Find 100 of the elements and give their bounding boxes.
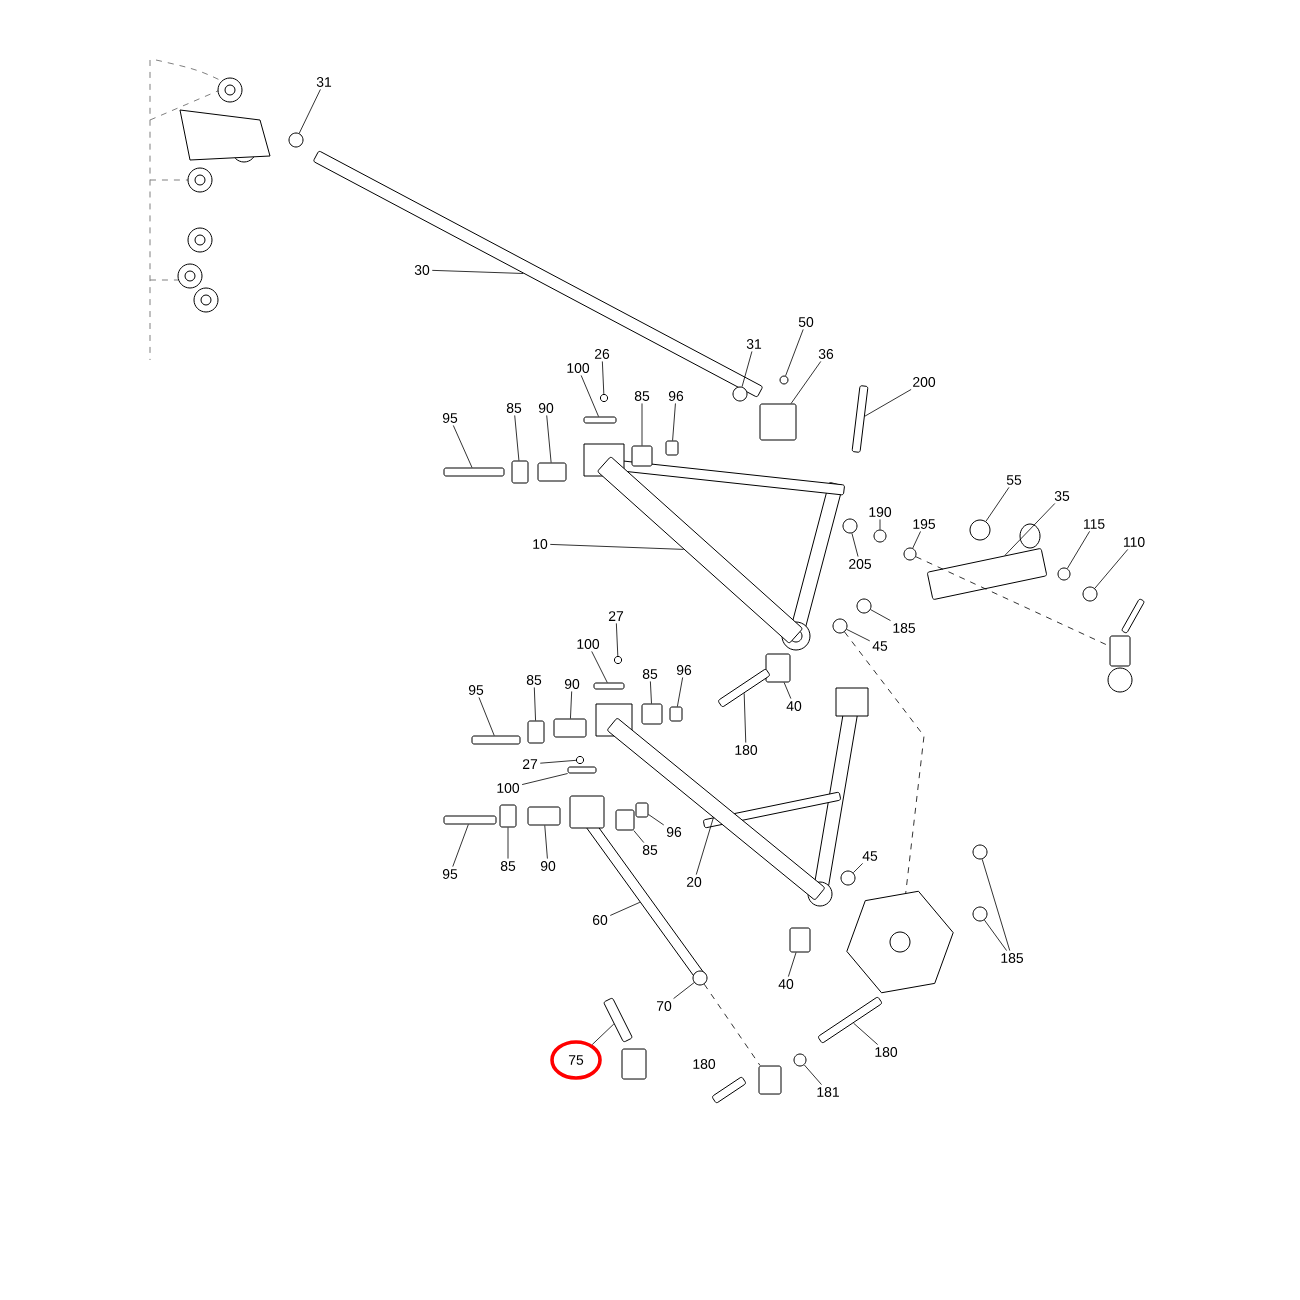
leader-line (549, 544, 684, 550)
link-rod-eye (569, 795, 605, 829)
nut (856, 598, 872, 614)
leader-line (601, 361, 605, 395)
washer (1057, 567, 1071, 581)
leader-line (984, 919, 1007, 951)
a-arm (607, 718, 825, 900)
leader-line (985, 486, 1010, 522)
leader-line (533, 687, 536, 721)
leader-line (507, 827, 509, 859)
bushing (527, 720, 545, 744)
bolt (718, 669, 770, 708)
knuckle (846, 890, 954, 994)
leader-line (677, 677, 684, 707)
bolt (443, 467, 505, 477)
nut (873, 529, 887, 543)
leader-line (431, 269, 524, 274)
nut (842, 518, 858, 534)
leader-line (846, 628, 871, 642)
leader-line (1004, 503, 1056, 556)
bushing (665, 440, 679, 456)
leader-line (570, 691, 573, 719)
nut (599, 393, 609, 403)
leader-line (1066, 530, 1090, 569)
knuckle-arm (927, 548, 1047, 600)
leader-line (298, 89, 321, 134)
a-arm (597, 456, 803, 644)
bushing (553, 718, 587, 738)
leader-line (803, 1064, 822, 1085)
leader-line (912, 531, 921, 549)
bushing (511, 460, 529, 484)
leader-line (452, 425, 473, 468)
leader-line (790, 361, 822, 404)
leader-line (580, 375, 599, 417)
bushing (615, 809, 635, 831)
leader-line (478, 697, 495, 736)
washer (288, 132, 304, 148)
leader-line (452, 824, 469, 867)
bushing (758, 1065, 782, 1095)
circlip (840, 870, 856, 886)
leader-line (1094, 549, 1129, 589)
leader-line (703, 983, 761, 1066)
bushing (527, 806, 561, 826)
bolt (851, 385, 869, 453)
leader-line (514, 415, 520, 461)
nut (972, 906, 988, 922)
nut (613, 655, 623, 665)
leader-line (741, 351, 753, 388)
nut (972, 844, 988, 860)
leader-line (615, 622, 619, 657)
bushing (499, 804, 517, 828)
washer (793, 1053, 807, 1067)
bushing (631, 445, 653, 467)
leader-line (695, 817, 714, 875)
pin (583, 416, 617, 424)
leader-line (864, 389, 912, 417)
leader-line (743, 692, 747, 743)
leader-line (853, 1022, 879, 1045)
leader-line (851, 532, 859, 557)
leader-line (783, 682, 792, 699)
leader-line (673, 982, 695, 999)
washer (903, 547, 917, 561)
leader-line (521, 773, 569, 785)
bushing (765, 653, 791, 683)
washer (732, 386, 748, 402)
circlip (832, 618, 848, 634)
leader-line (788, 952, 797, 977)
leader-line (546, 415, 552, 463)
leader-line (844, 631, 925, 894)
o-ring (969, 519, 991, 541)
bolt (443, 815, 497, 825)
bearing-block (759, 403, 797, 441)
leader-line (633, 830, 645, 843)
bushing (789, 927, 811, 953)
leader-line (609, 901, 641, 916)
shaft (313, 150, 763, 398)
bushing (537, 462, 567, 482)
leader-line (915, 556, 1110, 647)
leader-line (591, 1023, 615, 1045)
leader-line (852, 862, 864, 874)
bolt (471, 735, 521, 745)
leader-line (785, 329, 804, 377)
pin (593, 682, 625, 690)
tie-rod-end (1109, 635, 1131, 667)
leader-line (672, 403, 676, 441)
leader-line (870, 609, 891, 621)
leader-line (650, 681, 652, 704)
bushing (669, 706, 683, 722)
leader-line (981, 858, 1011, 951)
bushing (635, 802, 649, 818)
bushing (641, 703, 663, 725)
nut (1082, 586, 1098, 602)
bolt (818, 996, 882, 1044)
nut (692, 970, 708, 986)
nut (779, 375, 789, 385)
leader-line (641, 403, 643, 446)
leader-line (591, 651, 608, 683)
leader-line (648, 814, 665, 826)
leader-line (539, 759, 577, 764)
rod-end (603, 997, 633, 1043)
